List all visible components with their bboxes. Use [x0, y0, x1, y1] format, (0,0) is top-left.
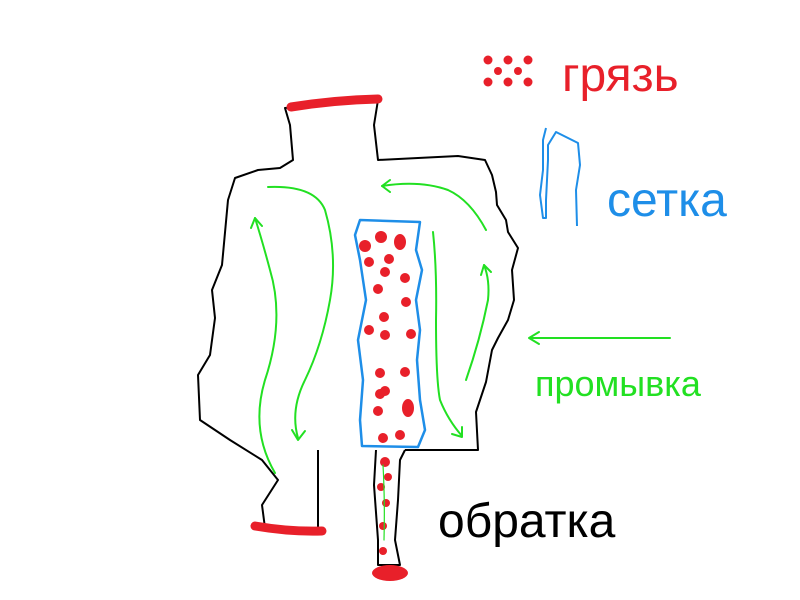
flow-arrow	[267, 185, 335, 439]
flow-arrowhead	[250, 217, 263, 229]
flow-arrowhead	[291, 429, 306, 441]
flow-arrow	[465, 264, 490, 381]
dirt-dot	[378, 433, 388, 443]
dirt-dot	[364, 257, 374, 267]
flow-arrowhead	[451, 426, 463, 438]
dirt-dot	[377, 483, 385, 491]
dirt-dot	[379, 312, 389, 322]
dirt-dot	[395, 430, 405, 440]
dirt-legend-dot	[523, 55, 533, 65]
return-flow-line	[382, 464, 385, 541]
flow-arrowhead	[480, 264, 492, 276]
dirt-particles	[359, 231, 416, 555]
flush-label: промывка	[535, 363, 701, 404]
dirt-dot	[401, 297, 411, 307]
dirt-legend-dot	[483, 55, 493, 65]
dirt-dot	[375, 368, 385, 378]
dirt-dot	[402, 399, 414, 417]
bottom-left-pipe-end	[250, 521, 327, 536]
top-pipe-end	[286, 94, 383, 112]
flow-arrow	[432, 231, 463, 437]
dirt-dot	[379, 547, 387, 555]
dirt-dot	[394, 234, 406, 250]
flow-arrow	[254, 217, 278, 474]
dirt-dot	[384, 254, 394, 264]
dirt-legend-dot	[483, 77, 493, 87]
dirt-legend-icon	[483, 55, 533, 87]
dirt-label: грязь	[562, 49, 679, 102]
mesh-legend-icon	[539, 127, 581, 227]
flow-arrowhead	[381, 179, 391, 193]
mesh-label: сетка	[607, 174, 727, 227]
filter-housing-outline	[197, 99, 519, 529]
bottom-return-pipe-end	[372, 565, 408, 581]
dirt-dot	[380, 267, 390, 277]
dirt-legend-dot	[494, 67, 502, 75]
dirt-legend-dot	[503, 55, 513, 65]
flow-arrow	[381, 182, 487, 231]
return-pipe-outline	[373, 449, 406, 566]
dirt-legend-dot	[503, 77, 513, 87]
mesh-cartridge	[353, 218, 427, 449]
dirt-dot	[400, 273, 410, 283]
dirt-dot	[382, 499, 390, 507]
return-label: обратка	[438, 495, 616, 548]
dirt-dot	[359, 240, 371, 252]
dirt-dot	[380, 386, 390, 396]
dirt-dot	[375, 231, 387, 243]
dirt-dot	[373, 284, 383, 294]
flush-inlet-arrowhead	[528, 331, 540, 345]
dirt-legend-dot	[523, 77, 533, 87]
dirt-dot	[373, 406, 383, 416]
dirt-legend-dot	[514, 67, 522, 75]
flush-flow-arrows	[250, 179, 671, 541]
dirt-dot	[406, 329, 416, 339]
dirt-dot	[380, 457, 390, 467]
dirt-dot	[380, 330, 390, 340]
dirt-dot	[379, 522, 387, 530]
dirt-dot	[384, 473, 392, 481]
dirt-dot	[364, 325, 374, 335]
dirt-dot	[400, 367, 410, 377]
